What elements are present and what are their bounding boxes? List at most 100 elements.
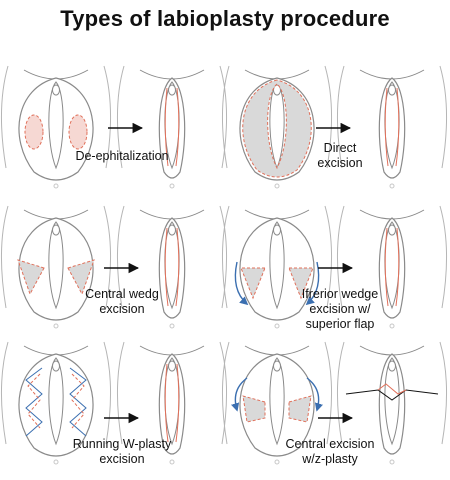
- thigh-contour: [336, 205, 345, 309]
- flap-arrow-right: [305, 261, 320, 306]
- pre-op-sketch: [0, 205, 112, 329]
- thigh-contour: [116, 205, 125, 309]
- clitoris: [388, 84, 396, 96]
- post-op-sketch: [336, 341, 448, 465]
- thigh-contour: [103, 205, 112, 309]
- wedge-right: [288, 267, 314, 300]
- thigh-contour: [439, 65, 448, 169]
- wedge-left: [240, 267, 266, 300]
- clitoris: [273, 224, 281, 236]
- introitus: [269, 221, 285, 310]
- procedure-label: De-ephitalization: [75, 149, 168, 163]
- suture-line: [175, 87, 180, 167]
- procedure-label: excision: [317, 156, 362, 170]
- post-op-sketch: [116, 205, 228, 329]
- anus-mark: [389, 183, 395, 189]
- thigh-contour: [336, 65, 345, 169]
- w-plasty-dash: [71, 373, 85, 429]
- thigh-contour: [0, 341, 9, 445]
- z-plasty-suture: [377, 383, 407, 395]
- wedge-right: [67, 259, 95, 296]
- pre-op-sketch: [221, 205, 333, 329]
- thigh-contour: [0, 65, 9, 169]
- thigh-contour: [103, 341, 112, 445]
- procedure-label: Direct: [324, 141, 357, 155]
- anus-mark: [274, 323, 280, 329]
- procedure-label: Running W-plasty: [73, 437, 172, 451]
- clitoris: [52, 84, 60, 96]
- suture-line: [175, 227, 180, 307]
- flap-arrow-left: [234, 261, 249, 306]
- thigh-contour: [439, 205, 448, 309]
- suture-line: [384, 227, 389, 307]
- clitoris: [168, 84, 176, 96]
- suture-line: [175, 363, 180, 443]
- procedure-label: Ifrerior wedge: [302, 287, 378, 301]
- clitoris: [273, 84, 281, 96]
- clitoris: [273, 360, 281, 372]
- introitus: [48, 357, 64, 446]
- thigh-contour: [336, 341, 345, 445]
- thigh-contour: [219, 205, 228, 309]
- suture-line: [164, 227, 169, 307]
- clitoris: [168, 360, 176, 372]
- w-plasty-line: [69, 367, 87, 437]
- excision-left: [242, 395, 266, 423]
- procedure-label: Central excision: [286, 437, 375, 451]
- anus-mark: [169, 323, 175, 329]
- page-title: Types of labioplasty procedure: [60, 6, 390, 31]
- clitoris: [168, 224, 176, 236]
- thigh-contour: [221, 341, 230, 445]
- post-op-sketch: [336, 65, 448, 189]
- de-epithelialized-area: [24, 114, 44, 150]
- thigh-contour: [219, 65, 228, 169]
- procedure-label: excision: [99, 452, 144, 466]
- post-op-sketch: [336, 205, 448, 329]
- suture-line: [164, 87, 169, 167]
- anus-mark: [169, 459, 175, 465]
- introitus: [269, 357, 285, 446]
- suture-line: [384, 87, 389, 167]
- thigh-contour: [324, 341, 333, 445]
- de-epithelialized-area: [68, 114, 88, 150]
- clitoris: [52, 224, 60, 236]
- clitoris: [52, 360, 60, 372]
- thigh-contour: [221, 205, 230, 309]
- w-plasty-line: [25, 367, 43, 437]
- retraction-line: [345, 389, 439, 401]
- procedure-label: w/z-plasty: [301, 452, 358, 466]
- introitus: [48, 81, 64, 170]
- pre-op-sketch: [0, 341, 112, 465]
- anus-mark: [53, 459, 59, 465]
- thigh-contour: [103, 65, 112, 169]
- excision-right: [288, 395, 312, 423]
- pre-op-sketch: [221, 341, 333, 465]
- clitoris: [388, 360, 396, 372]
- thigh-contour: [221, 65, 230, 169]
- anus-mark: [389, 323, 395, 329]
- procedure-label: Central wedg: [85, 287, 159, 301]
- pre-op-sketch: [0, 65, 112, 189]
- procedure-label: excision: [99, 302, 144, 316]
- w-plasty-dash: [27, 373, 41, 429]
- thigh-contour: [116, 65, 125, 169]
- anus-mark: [169, 183, 175, 189]
- thigh-contour: [439, 341, 448, 445]
- anus-mark: [389, 459, 395, 465]
- anus-mark: [53, 323, 59, 329]
- procedure-label: excision w/: [309, 302, 371, 316]
- suture-line: [164, 363, 169, 443]
- thigh-contour: [219, 341, 228, 445]
- suture-line: [395, 87, 400, 167]
- clitoris: [388, 224, 396, 236]
- thigh-contour: [116, 341, 125, 445]
- pre-op-sketch: [221, 65, 333, 189]
- thigh-contour: [324, 65, 333, 169]
- z-arrow-right: [306, 377, 323, 412]
- excision-area: [242, 79, 312, 178]
- suture-line: [395, 227, 400, 307]
- wedge-left: [17, 259, 45, 296]
- anus-mark: [274, 183, 280, 189]
- anus-mark: [274, 459, 280, 465]
